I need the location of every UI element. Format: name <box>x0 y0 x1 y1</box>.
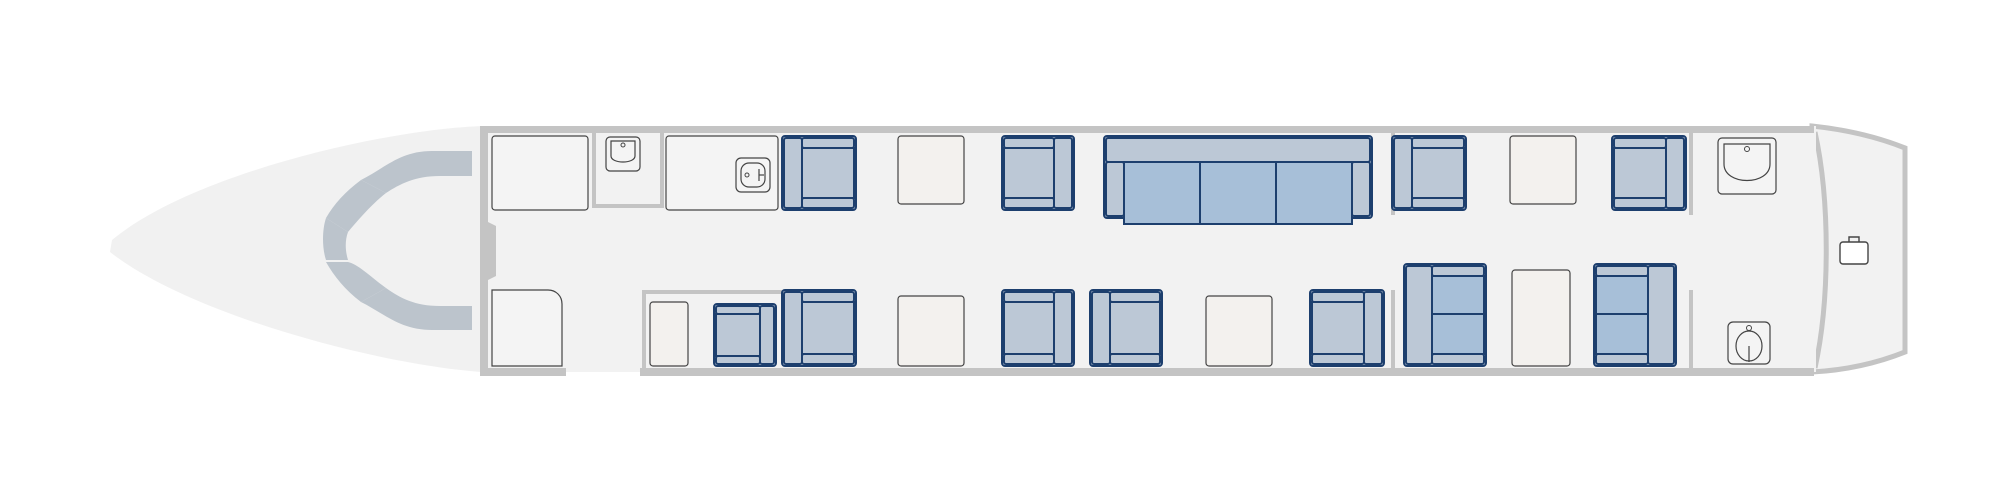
cockpit-seat-mid-left <box>323 218 348 260</box>
galley-partition-3 <box>660 133 664 207</box>
galley-area <box>491 135 779 367</box>
aft-cabinet-partition-top <box>642 290 782 294</box>
cockpit-seat-upper-left <box>326 180 386 232</box>
forward-bulkhead <box>480 126 488 376</box>
lower-wall-aft <box>640 368 1814 376</box>
divan-back <box>1105 137 1371 163</box>
cockpit-seating <box>323 151 472 330</box>
cockpit-seat-bottom <box>361 288 472 330</box>
divan-arm-right <box>1351 161 1371 217</box>
seat[interactable] <box>1611 135 1687 211</box>
galley-partition-1 <box>592 133 596 207</box>
divan-cushion-1 <box>1123 161 1201 225</box>
seat[interactable] <box>1403 263 1487 367</box>
cockpit-seat-top <box>361 151 472 193</box>
seat[interactable] <box>781 135 857 211</box>
seat[interactable] <box>713 303 777 367</box>
table-fwd-upper <box>897 135 965 205</box>
door-step <box>488 222 496 280</box>
seat[interactable] <box>1089 289 1163 367</box>
aft-lavatory <box>1717 137 1777 365</box>
seat[interactable] <box>1309 289 1385 367</box>
forward-lower-cabinet <box>491 289 563 367</box>
seat[interactable] <box>1001 135 1075 211</box>
table-mid-lower <box>1205 295 1273 367</box>
divan-arm-left <box>1105 161 1125 217</box>
toilet-icon <box>1727 321 1771 365</box>
table-aft-upper <box>1509 135 1577 205</box>
seat[interactable] <box>1593 263 1677 367</box>
divan-cushion-2 <box>1199 161 1277 225</box>
sink-icon <box>605 136 641 172</box>
seat[interactable] <box>1001 289 1075 367</box>
lav-partition-upper <box>1689 133 1693 215</box>
divan-sofa[interactable] <box>1103 135 1373 225</box>
galley-counter-left <box>491 135 589 211</box>
passenger-seats <box>713 135 1687 367</box>
sink-icon <box>1717 137 1777 195</box>
upper-wall <box>480 126 1814 133</box>
aft-divider-lower <box>1391 290 1395 370</box>
seat[interactable] <box>1391 135 1467 211</box>
cockpit-seat-lower-left <box>326 262 386 302</box>
seat[interactable] <box>781 289 857 367</box>
lav-partition-lower <box>1689 290 1693 370</box>
table-fwd-lower <box>897 295 965 367</box>
luggage-icon <box>1839 236 1869 265</box>
sink-icon <box>735 157 771 193</box>
galley-partition-2 <box>592 204 664 208</box>
lower-wall-forward <box>480 368 566 376</box>
aft-bulkhead <box>1812 131 1829 369</box>
cabin-tables <box>897 135 1577 367</box>
aft-cabinet-partition-side <box>642 290 646 370</box>
divan-cushion-3 <box>1275 161 1353 225</box>
table-aft-lower <box>1511 269 1571 367</box>
nose-section <box>110 126 482 372</box>
small-side-cabinet <box>649 301 689 367</box>
